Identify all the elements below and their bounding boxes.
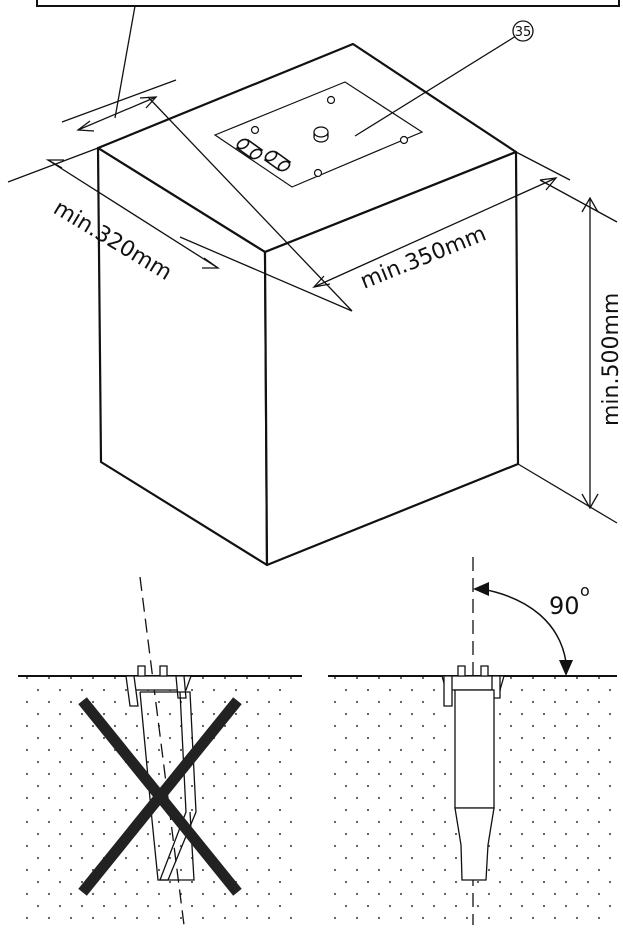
callout-35: 35 <box>354 20 534 137</box>
anchor-bolts <box>235 138 292 172</box>
vertical-post <box>441 665 505 881</box>
angle-label: 90 <box>549 592 580 620</box>
tilted-post <box>125 665 197 881</box>
correct-installation: 90 o <box>328 557 617 926</box>
callout-number: 35 <box>515 25 532 40</box>
incorrect-installation <box>18 576 302 926</box>
dimension-height-label: min.500mm <box>599 293 623 426</box>
wrong-mark-x <box>78 697 242 896</box>
axis-left <box>139 576 185 926</box>
top-frame <box>36 0 620 7</box>
dimension-depth <box>7 79 353 312</box>
right-angle-arrow <box>473 582 573 676</box>
degree-symbol: o <box>580 581 590 600</box>
leader-line <box>114 5 136 119</box>
dimension-height <box>517 179 618 524</box>
dimension-width <box>312 151 571 288</box>
